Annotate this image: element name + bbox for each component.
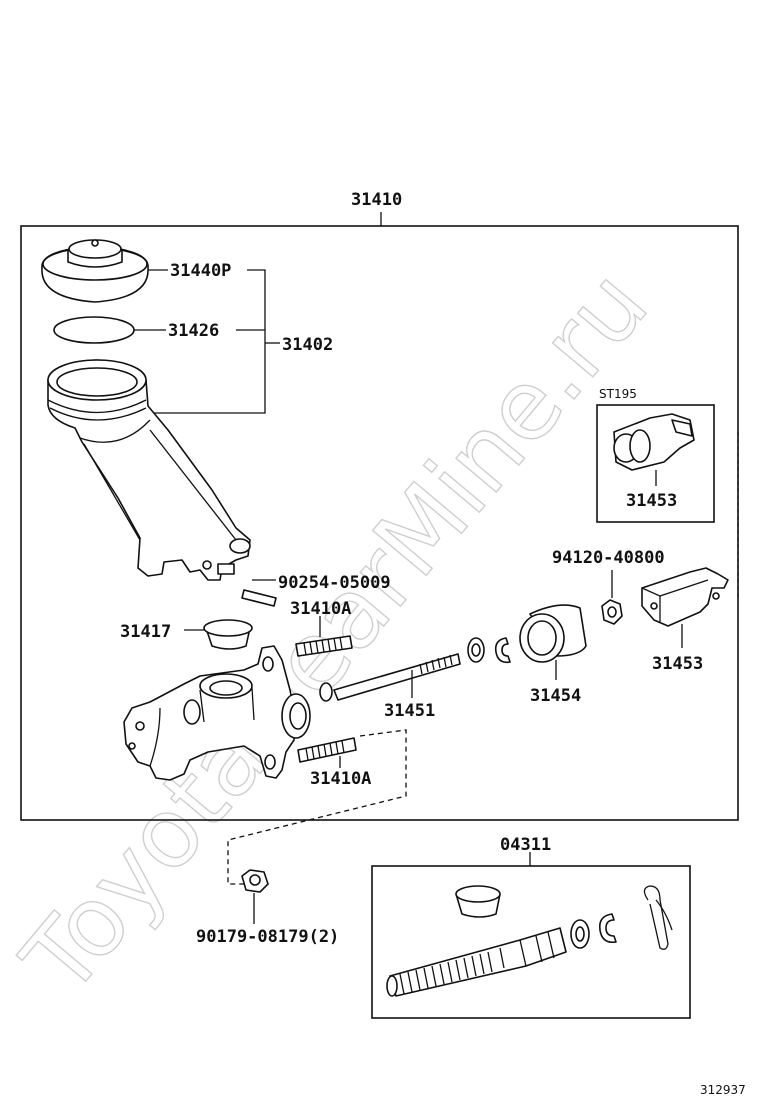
label-gasket[interactable]: 31426 — [168, 321, 219, 341]
label-screw[interactable]: 90254-05009 — [278, 573, 391, 593]
repair-kit-grommet[interactable] — [455, 885, 501, 918]
label-repair-kit[interactable]: 04311 — [500, 835, 551, 855]
stud-bottom[interactable] — [297, 737, 357, 763]
snap-ring[interactable] — [494, 637, 511, 664]
label-nut[interactable]: 94120-40800 — [552, 548, 665, 568]
label-clevis-inset-code[interactable]: ST195 — [599, 387, 637, 401]
stud-top[interactable] — [295, 635, 353, 657]
image-number: 312937 — [700, 1083, 746, 1097]
label-reservoir-set[interactable]: 31402 — [282, 335, 333, 355]
clevis[interactable] — [641, 567, 729, 627]
repair-kit-washer[interactable] — [570, 919, 590, 949]
label-nut-bottom[interactable]: 90179-08179(2) — [196, 927, 339, 947]
label-cap[interactable]: 31440P — [170, 261, 231, 281]
reservoir-cap[interactable] — [41, 239, 149, 303]
label-boot[interactable]: 31454 — [530, 686, 581, 706]
label-stud-top[interactable]: 31410A — [290, 599, 351, 619]
repair-kit-frame — [371, 852, 691, 1019]
label-grommet[interactable]: 31417 — [120, 622, 171, 642]
clevis-inset-frame — [596, 404, 739, 600]
nut[interactable] — [601, 599, 623, 625]
label-push-rod[interactable]: 31451 — [384, 701, 435, 721]
repair-kit-snap-ring[interactable] — [598, 913, 617, 944]
repair-kit-piston[interactable] — [386, 927, 567, 997]
label-clevis[interactable]: 31453 — [652, 654, 703, 674]
push-rod[interactable] — [319, 653, 461, 702]
repair-kit-cotter-pin[interactable] — [643, 885, 673, 950]
nut-bottom[interactable] — [241, 869, 269, 893]
reservoir-tank[interactable] — [47, 359, 251, 581]
grommet[interactable] — [203, 619, 253, 650]
leader-dashed — [227, 729, 407, 885]
reservoir-gasket[interactable] — [53, 316, 135, 344]
master-cylinder-body[interactable] — [123, 645, 311, 781]
washer[interactable] — [467, 637, 485, 663]
screw-pin[interactable] — [241, 589, 277, 607]
label-assembly-main[interactable]: 31410 — [351, 190, 402, 210]
clevis-inset[interactable] — [613, 413, 695, 471]
label-stud-bottom[interactable]: 31410A — [310, 769, 371, 789]
boot[interactable] — [519, 604, 587, 663]
reservoir-set-bracket — [150, 269, 280, 414]
label-clevis-inset[interactable]: 31453 — [626, 491, 677, 511]
